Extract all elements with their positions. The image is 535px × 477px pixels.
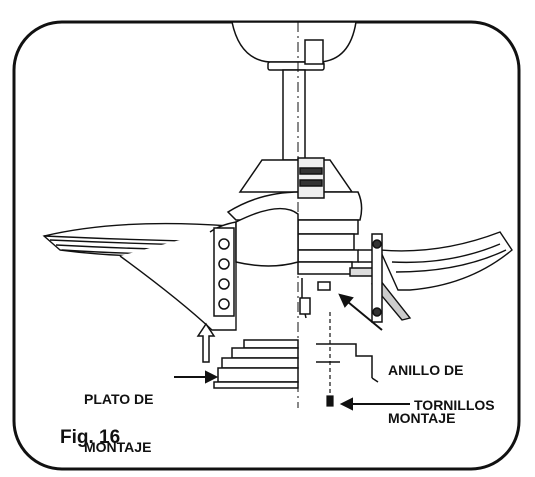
motor-housing — [226, 157, 363, 221]
canopy — [231, 21, 357, 71]
mounting-plate-label-line2: MONTAJE — [84, 439, 152, 455]
mounting-ring-label-line2: MONTAJE — [388, 410, 456, 426]
mounting-plate-label: PLATO DE MONTAJE — [84, 359, 154, 471]
mounting-ring — [316, 343, 379, 383]
figure-caption: Fig. 16 — [60, 427, 121, 448]
screw-icon — [326, 312, 334, 407]
lower-housing-left — [235, 207, 299, 267]
blade-iron — [213, 227, 235, 317]
right-blade-bracket — [358, 233, 383, 323]
screw-leader — [339, 397, 410, 411]
mounting-ring-label: ANILLO DE MONTAJE — [388, 330, 463, 442]
downrod — [282, 69, 306, 161]
mounting-plate — [213, 339, 299, 389]
up-arrow-icon — [196, 322, 216, 363]
mounting-ring-label-line1: ANILLO DE — [388, 362, 464, 378]
mounting-plate-label-line1: PLATO DE — [84, 391, 154, 407]
motor-body — [297, 219, 381, 277]
wiring — [299, 278, 331, 319]
screws-label: TORNILLOS — [414, 397, 495, 413]
mounting-ring-leader — [338, 293, 383, 331]
mounting-plate-leader — [174, 370, 219, 384]
